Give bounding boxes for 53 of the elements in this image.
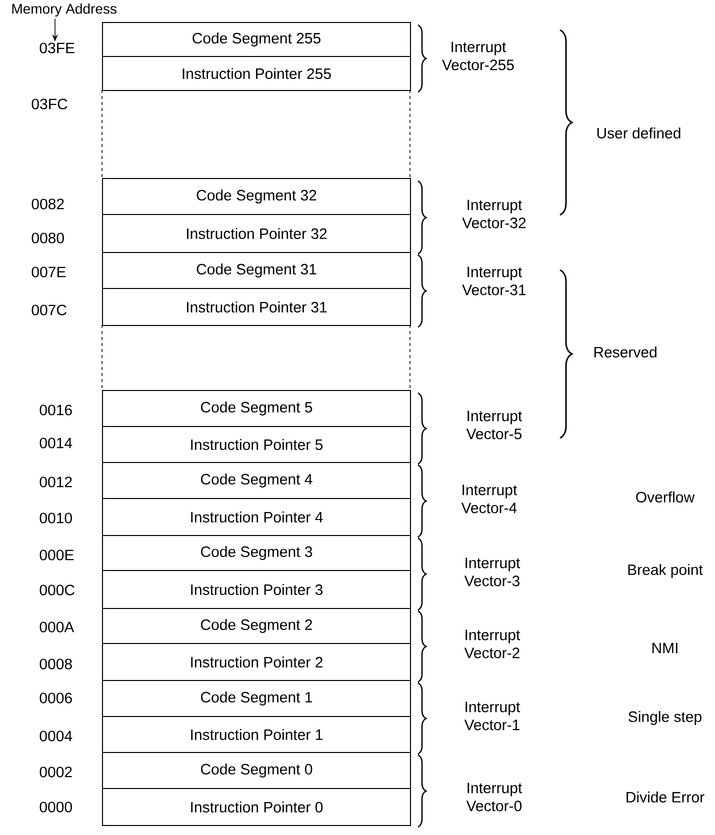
address-text: 0002: [40, 766, 72, 778]
memory-cell: Instruction Pointer 4: [102, 498, 411, 536]
vector-label: Interrupt Vector-31: [462, 266, 526, 296]
memory-cell: Code Segment 255: [102, 22, 411, 57]
address-text: 0012: [40, 476, 72, 488]
address-text: 0008: [40, 658, 72, 670]
memory-cell: Instruction Pointer 2: [102, 643, 411, 681]
range-label: Reserved: [594, 346, 656, 358]
memory-cell: Instruction Pointer 255: [102, 56, 411, 91]
address-text: 0016: [40, 404, 72, 416]
vector-label: Interrupt Vector-1: [464, 702, 520, 730]
vector-label: Interrupt Vector-2: [464, 630, 520, 658]
memory-cell: Code Segment 2: [102, 608, 411, 644]
interrupt-type-label: Divide Error: [626, 792, 704, 802]
address-text: 0004: [40, 730, 72, 742]
address-text: 0082: [32, 198, 64, 210]
address-text: 03FE: [40, 42, 74, 54]
address-text: 000C: [40, 584, 74, 596]
vector-label: Interrupt Vector-255: [442, 42, 514, 70]
memory-cell: Instruction Pointer 32: [102, 214, 411, 253]
vector-label: Interrupt Vector-32: [462, 200, 526, 228]
memory-cell: Instruction Pointer 0: [102, 788, 411, 826]
memory-cell: Code Segment 3: [102, 535, 411, 571]
memory-cell: Instruction Pointer 1: [102, 716, 411, 753]
vector-label: Interrupt Vector-3: [464, 558, 520, 586]
memory-cell: Code Segment 4: [102, 462, 411, 499]
interrupt-type-label: Break point: [628, 564, 703, 578]
vector-label: Interrupt Vector-5: [466, 410, 522, 440]
memory-cell: Instruction Pointer 31: [102, 288, 411, 326]
vector-label: Interrupt Vector-4: [461, 484, 518, 514]
memory-cell: Code Segment 1: [102, 680, 411, 717]
address-text: 0014: [40, 438, 72, 448]
memory-cell: Code Segment 0: [102, 752, 411, 789]
memory-cell: Code Segment 5: [102, 390, 411, 427]
interrupt-type-label: Overflow: [636, 492, 695, 502]
memory-cell: Instruction Pointer 3: [102, 570, 411, 609]
address-text: 0000: [40, 802, 72, 812]
address-text: 000E: [40, 550, 74, 560]
address-text: 0006: [40, 692, 72, 704]
address-text: 007C: [32, 304, 66, 316]
interrupt-type-label: NMI: [652, 642, 678, 654]
vector-label: Interrupt Vector-0: [466, 782, 522, 812]
address-text: 007E: [32, 266, 66, 278]
range-label: User defined: [597, 128, 680, 138]
memory-cell: Instruction Pointer 5: [102, 426, 411, 463]
address-text: Memory Address: [12, 3, 116, 17]
address-text: 03FC: [32, 98, 68, 110]
interrupt-type-label: Single step: [628, 711, 702, 725]
address-text: 000A: [40, 622, 74, 632]
memory-cell: Code Segment 32: [102, 178, 411, 215]
address-text: 0080: [32, 232, 64, 244]
address-text: 0010: [40, 512, 72, 524]
memory-cell: Code Segment 31: [102, 252, 411, 289]
